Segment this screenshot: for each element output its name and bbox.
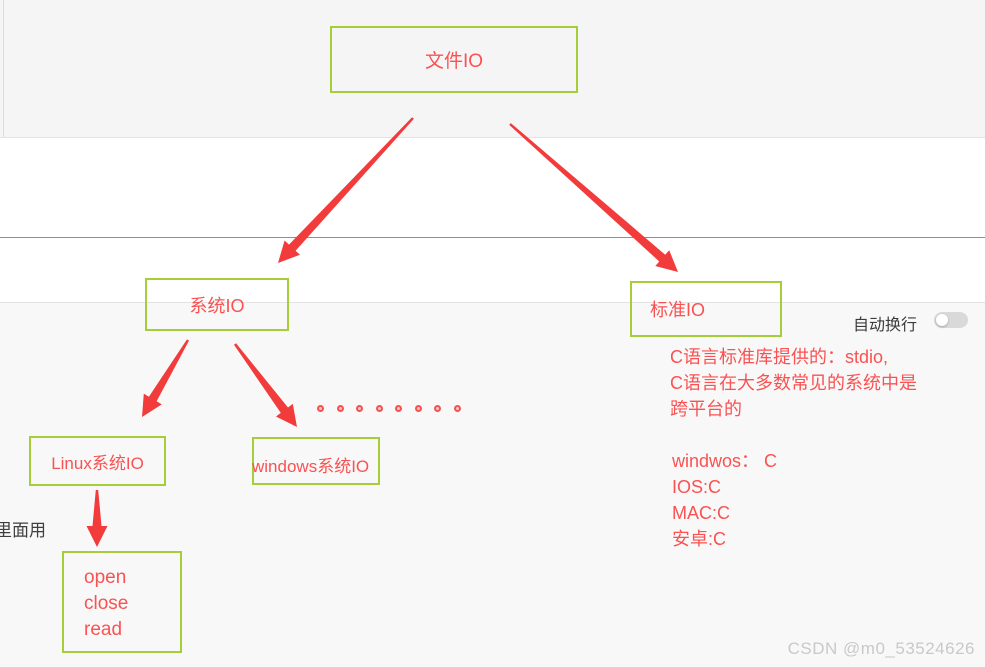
arrow-system-to-linux[interactable]	[142, 339, 189, 417]
standard-io-note[interactable]: C语言标准库提供的：stdio, C语言在大多数常见的系统中是 跨平台的	[670, 344, 917, 422]
arrow-file-to-standard[interactable]	[509, 123, 678, 272]
node-file-io-label: 文件IO	[424, 51, 484, 72]
arrow-linux-to-open[interactable]	[86, 490, 108, 547]
ellipsis-dot	[375, 405, 383, 412]
watermark-text: CSDN @m0_53524626	[787, 639, 975, 658]
cropped-left-text: 里面用	[0, 521, 46, 540]
ellipsis-dot	[414, 405, 422, 412]
node-standard-io[interactable]: 标准IO	[630, 281, 782, 337]
ellipsis-dots[interactable]	[317, 405, 461, 412]
word-wrap-label: 自动换行	[853, 317, 918, 334]
arrow-file-to-system[interactable]	[278, 117, 414, 263]
node-standard-io-label: 标准IO	[650, 300, 706, 320]
top-band-left-divider	[3, 0, 4, 137]
note-line: 跨平台的	[670, 399, 742, 419]
open-line: open	[84, 567, 127, 588]
arrow-system-to-windows[interactable]	[234, 343, 297, 427]
platform-note[interactable]: windwos： C IOS:C MAC:C 安卓:C	[672, 448, 777, 552]
read-line: read	[84, 619, 123, 640]
node-file-io[interactable]: 文件IO	[330, 26, 578, 93]
ellipsis-dot	[434, 405, 441, 412]
toggle-knob	[936, 314, 948, 326]
ellipsis-dot	[317, 405, 324, 412]
note-line: C语言标准库提供的：stdio,	[670, 347, 889, 367]
note-line: MAC:C	[672, 503, 730, 523]
note-line: 安卓:C	[672, 529, 726, 549]
node-system-io[interactable]: 系统IO	[145, 278, 289, 331]
node-windows-system-io-label: windows系统IO	[252, 457, 370, 476]
ellipsis-dot	[336, 405, 344, 412]
word-wrap-toggle[interactable]	[934, 312, 968, 328]
node-system-io-label: 系统IO	[189, 295, 245, 316]
node-open-close-read[interactable]: open close read	[62, 551, 182, 653]
note-line: IOS:C	[672, 477, 722, 497]
note-line: windwos： C	[672, 451, 778, 471]
ellipsis-dot	[395, 405, 402, 412]
close-line: close	[84, 593, 129, 614]
note-line: C语言在大多数常见的系统中是	[670, 373, 917, 393]
node-windows-system-io[interactable]: windows系统IO	[252, 437, 380, 485]
ellipsis-dot	[356, 405, 363, 412]
node-linux-system-io-label: Linux系统IO	[51, 453, 144, 473]
ellipsis-dot	[453, 405, 461, 412]
horizontal-divider	[0, 237, 985, 238]
top-gray-band	[0, 0, 985, 138]
node-linux-system-io[interactable]: Linux系统IO	[29, 436, 166, 486]
